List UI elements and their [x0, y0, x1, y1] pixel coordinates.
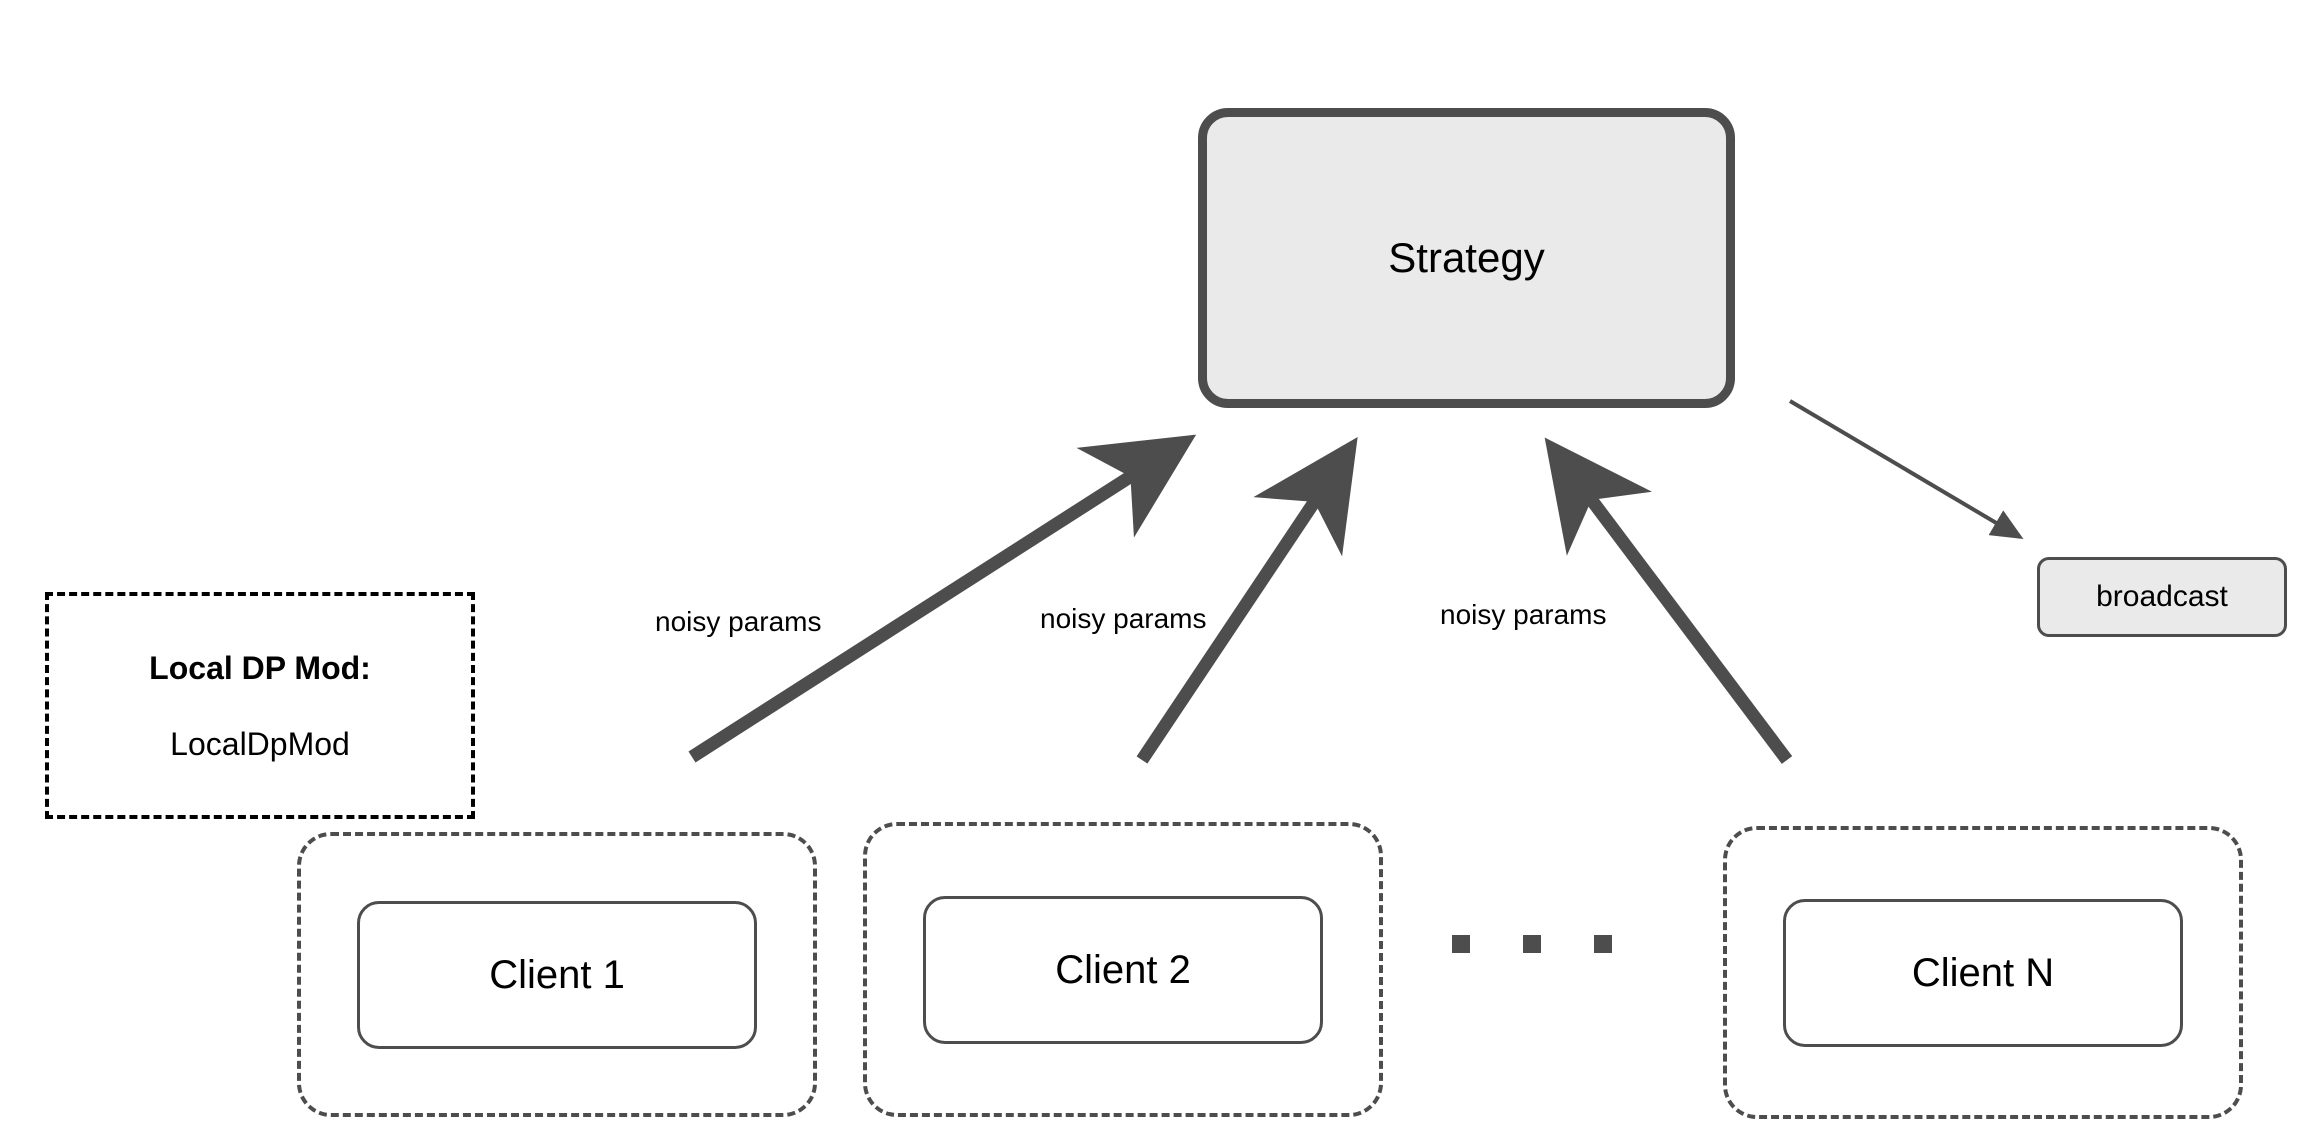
strategy-node[interactable]: Strategy — [1198, 108, 1735, 408]
strategy-label: Strategy — [1388, 234, 1545, 281]
edge-client1-to-strategy — [688, 434, 1197, 763]
edge-label-noisy-params-3: noisy params — [1440, 599, 1607, 630]
client-label-2: Client 2 — [1055, 947, 1191, 992]
client-group-2[interactable]: Client 2 — [863, 822, 1383, 1117]
edge-label-noisy-params-2: noisy params — [1040, 603, 1207, 634]
local-dp-mod-box[interactable]: Local DP Mod: LocalDpMod — [45, 592, 475, 819]
client-group-n[interactable]: Client N — [1723, 826, 2243, 1119]
client-node-2[interactable]: Client 2 — [923, 895, 1323, 1044]
ellipsis-icon — [1452, 935, 1612, 953]
client-label-n: Client N — [1911, 950, 2055, 995]
edge-strategy-to-broadcast — [1788, 399, 2024, 540]
local-dp-mod-value: LocalDpMod — [170, 725, 350, 762]
client-group-1[interactable]: Client 1 — [297, 832, 817, 1117]
ellipsis-dot — [1452, 935, 1470, 953]
ellipsis-dot — [1523, 935, 1541, 953]
client-node-1[interactable]: Client 1 — [357, 900, 757, 1049]
broadcast-label: broadcast — [2096, 580, 2228, 613]
client-node-n[interactable]: Client N — [1783, 898, 2183, 1047]
edge-label-noisy-params-1: noisy params — [655, 606, 822, 637]
client-label-1: Client 1 — [489, 952, 625, 997]
local-dp-mod-title: Local DP Mod: — [149, 649, 371, 686]
broadcast-node[interactable]: broadcast — [2037, 557, 2287, 637]
ellipsis-dot — [1594, 935, 1612, 953]
